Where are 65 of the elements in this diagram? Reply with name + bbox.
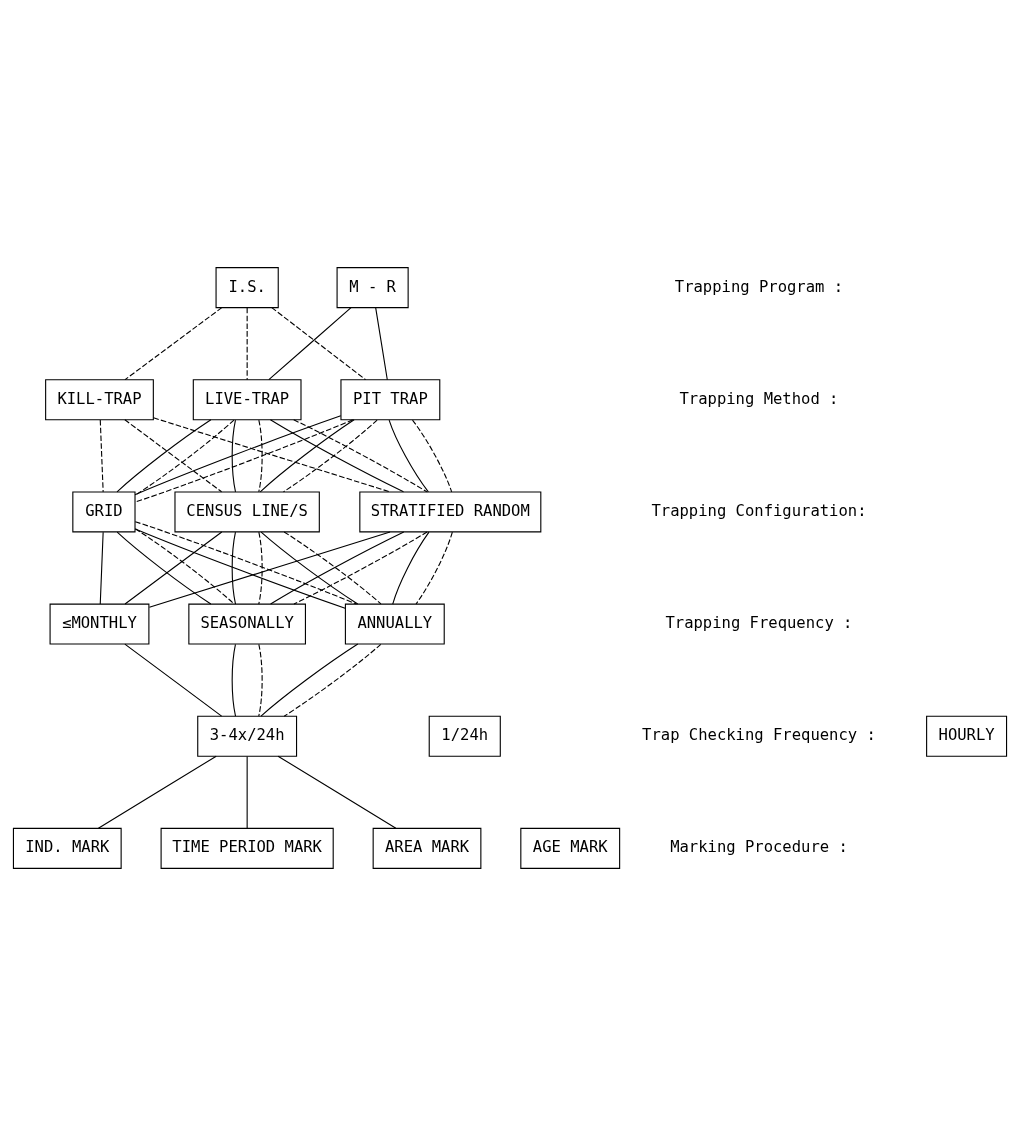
connector — [292, 530, 428, 604]
connector — [283, 643, 381, 717]
node-box: IND. MARK — [12, 827, 122, 869]
label: Trapping Frequency : — [664, 613, 852, 632]
connector — [99, 531, 104, 605]
connector — [269, 530, 404, 604]
connector — [123, 306, 222, 380]
connector — [134, 414, 341, 495]
connector — [246, 755, 248, 829]
connector — [414, 531, 453, 605]
connector — [374, 306, 388, 380]
connector — [231, 531, 236, 605]
connector — [116, 418, 211, 492]
label: Trapping Configuration: — [650, 501, 867, 520]
node-box: LIVE-TRAP — [192, 378, 302, 420]
connector — [123, 643, 222, 717]
connector — [97, 755, 217, 829]
node-box: 1/24h — [428, 715, 501, 757]
connector — [134, 527, 346, 609]
connector — [260, 531, 358, 605]
node-box: ANNUALLY — [344, 603, 445, 645]
node-box: AREA MARK — [372, 827, 481, 869]
connector — [257, 419, 263, 492]
connector — [259, 418, 355, 492]
node-box: I.S. — [215, 266, 279, 308]
connector — [99, 419, 104, 492]
label: Trapping Method : — [678, 389, 838, 408]
connector — [292, 418, 427, 492]
node-box: TIME PERIOD MARK — [160, 827, 334, 869]
connector — [116, 531, 211, 605]
connector — [257, 531, 263, 605]
connector — [267, 306, 352, 380]
connector — [259, 643, 358, 717]
connector — [134, 520, 357, 605]
node-box: HOURLY — [925, 715, 1007, 757]
node-box: PIT TRAP — [339, 378, 440, 420]
node-box: ≤MONTHLY — [49, 603, 149, 645]
label: Trap Checking Frequency : — [641, 725, 876, 744]
node-box: STRATIFIED RANDOM — [358, 490, 541, 532]
connector — [257, 643, 263, 717]
node-box: KILL-TRAP — [44, 378, 154, 420]
connector — [231, 643, 236, 717]
connector — [123, 418, 222, 492]
connector — [269, 418, 404, 492]
node-box: SEASONALLY — [187, 603, 306, 645]
connector — [148, 530, 391, 608]
connector — [282, 419, 378, 492]
node-box: 3-4x/24h — [196, 715, 297, 757]
connector — [391, 531, 429, 605]
node-box: AGE MARK — [519, 827, 620, 869]
connector — [152, 416, 391, 492]
node-box: CENSUS LINE/S — [173, 490, 320, 532]
connector — [134, 418, 353, 503]
node-box: GRID — [71, 490, 136, 532]
label: Trapping Program : — [674, 277, 843, 296]
connector — [123, 530, 222, 604]
connector — [411, 419, 452, 492]
connector — [231, 419, 236, 492]
connector — [283, 530, 381, 604]
connector — [277, 755, 396, 829]
connector — [388, 419, 429, 492]
label: Marking Procedure : — [669, 837, 848, 856]
node-box: M - R — [336, 266, 409, 308]
connector — [246, 306, 248, 380]
connector — [270, 306, 366, 380]
